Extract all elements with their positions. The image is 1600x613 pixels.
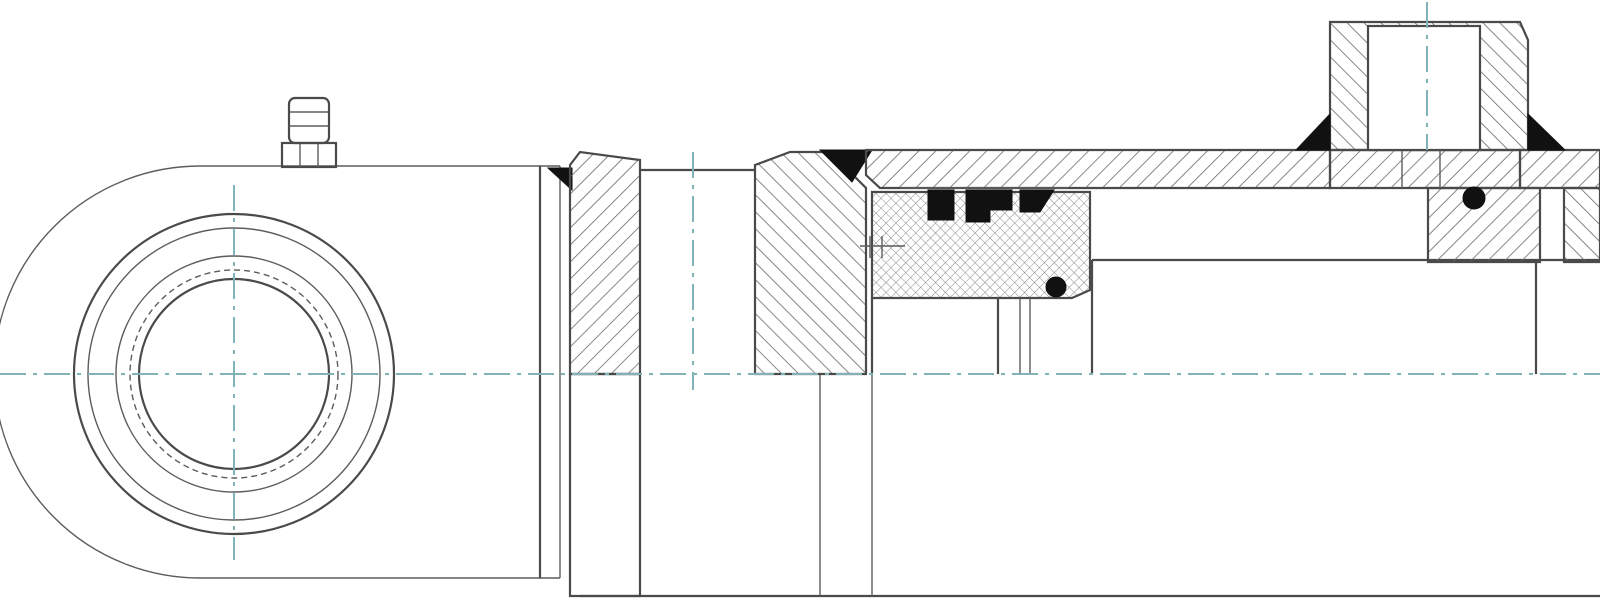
cylinder-tube-wall-right bbox=[1518, 148, 1600, 190]
piston-seal-3 bbox=[1019, 189, 1055, 213]
piston-seal-1 bbox=[927, 189, 955, 221]
piston-oring bbox=[1045, 276, 1067, 298]
end-cap bbox=[1401, 150, 1600, 374]
end-cap-section bbox=[1426, 186, 1542, 264]
cylinder-tube-wall-mid bbox=[1328, 148, 1522, 190]
grease-nipple-icon bbox=[280, 96, 338, 169]
gland-nut-section bbox=[568, 150, 642, 376]
port-bore bbox=[1366, 24, 1482, 152]
end-cap-section-right bbox=[1562, 186, 1600, 264]
rod-eye-bearing-outer bbox=[72, 212, 396, 536]
cylinder-tube bbox=[864, 148, 1600, 190]
rod-eye bbox=[0, 165, 560, 579]
rod-eye-outline bbox=[0, 165, 560, 579]
hydraulic-port-icon bbox=[1294, 2, 1567, 152]
rod-neck bbox=[538, 166, 573, 578]
piston-seal-2 bbox=[965, 189, 1013, 223]
piston-rod bbox=[580, 152, 1600, 598]
piston bbox=[860, 187, 1092, 300]
piston-section bbox=[870, 190, 1092, 300]
end-cap-oring bbox=[1462, 186, 1486, 210]
cylinder-head-section bbox=[753, 150, 868, 376]
cylinder-head bbox=[753, 149, 873, 376]
rod-eye-bore-inner bbox=[129, 269, 339, 479]
cylinder-tube-wall bbox=[864, 148, 1332, 190]
